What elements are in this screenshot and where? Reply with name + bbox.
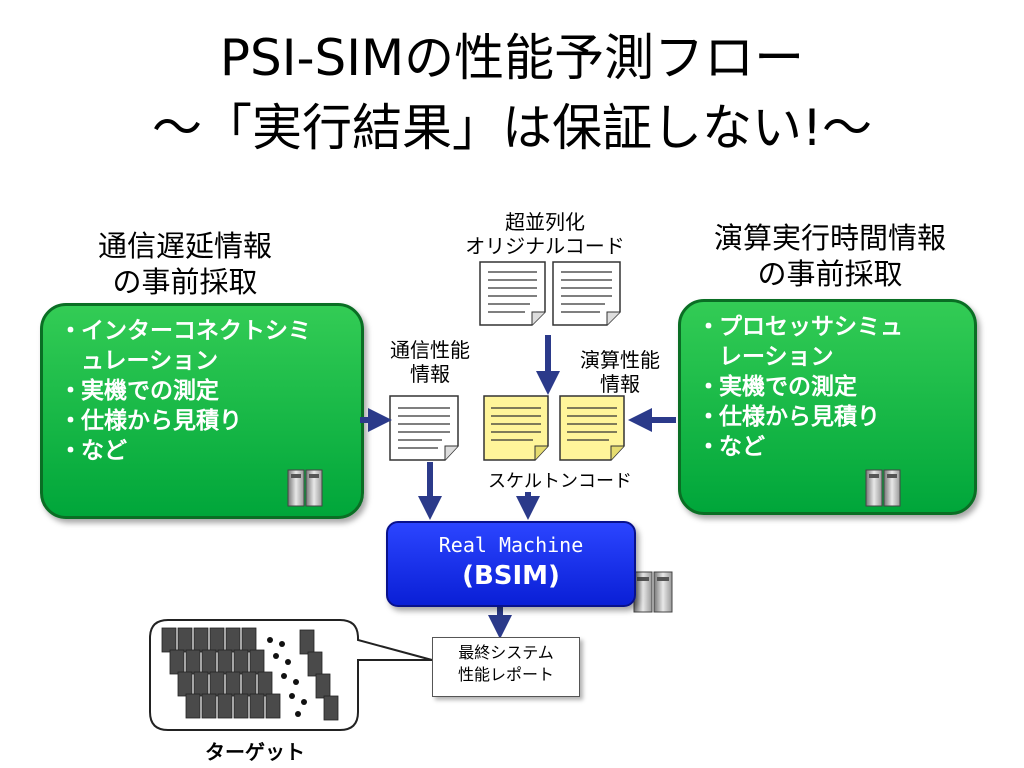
page-subtitle: ～「実行結果」は保証しない!～	[151, 99, 873, 157]
server-icon	[287, 469, 323, 507]
page-title: PSI-SIMの性能予測フロー	[219, 29, 805, 87]
document-icon	[559, 395, 625, 461]
list-item: 仕様から見積り	[697, 402, 974, 432]
list-item: など	[59, 436, 361, 466]
document-icon	[483, 395, 549, 461]
server-rack-icon	[161, 627, 339, 721]
list-item: インターコネクトシミュレーション	[59, 316, 331, 376]
left-info-box: インターコネクトシミュレーション 実機での測定 仕様から見積り など	[40, 303, 364, 519]
list-item: など	[697, 432, 974, 462]
original-code-label: 超並列化 オリジナルコード	[465, 210, 625, 258]
ellipsis-dots	[267, 637, 307, 717]
server-icon	[633, 571, 673, 613]
server-icon	[865, 469, 901, 507]
right-info-box: プロセッサシミュレーション 実機での測定 仕様から見積り など	[678, 299, 977, 515]
left-heading: 通信遅延情報 の事前採取	[97, 229, 272, 299]
document-icon	[389, 395, 459, 461]
right-info-list: プロセッサシミュレーション 実機での測定 仕様から見積り など	[681, 302, 974, 462]
skeleton-code-label: スケルトンコード	[488, 471, 632, 492]
list-item: 実機での測定	[59, 376, 361, 406]
list-item: 実機での測定	[697, 372, 974, 402]
left-info-list: インターコネクトシミュレーション 実機での測定 仕様から見積り など	[43, 306, 361, 466]
comm-perf-label: 通信性能 情報	[390, 338, 470, 386]
compute-perf-label: 演算性能 情報	[580, 348, 660, 396]
document-icon	[479, 261, 546, 326]
real-machine-box: Real Machine (BSIM)	[386, 521, 636, 607]
bsim-label: (BSIM)	[462, 561, 560, 591]
document-icon	[552, 261, 621, 326]
list-item: プロセッサシミュレーション	[697, 312, 909, 372]
real-machine-label: Real Machine	[438, 533, 584, 557]
right-heading: 演算実行時間情報 の事前採取	[713, 221, 946, 291]
final-report-doc: 最終システム 性能レポート	[432, 637, 580, 697]
list-item: 仕様から見積り	[59, 406, 361, 436]
target-label: ターゲット	[205, 740, 305, 764]
